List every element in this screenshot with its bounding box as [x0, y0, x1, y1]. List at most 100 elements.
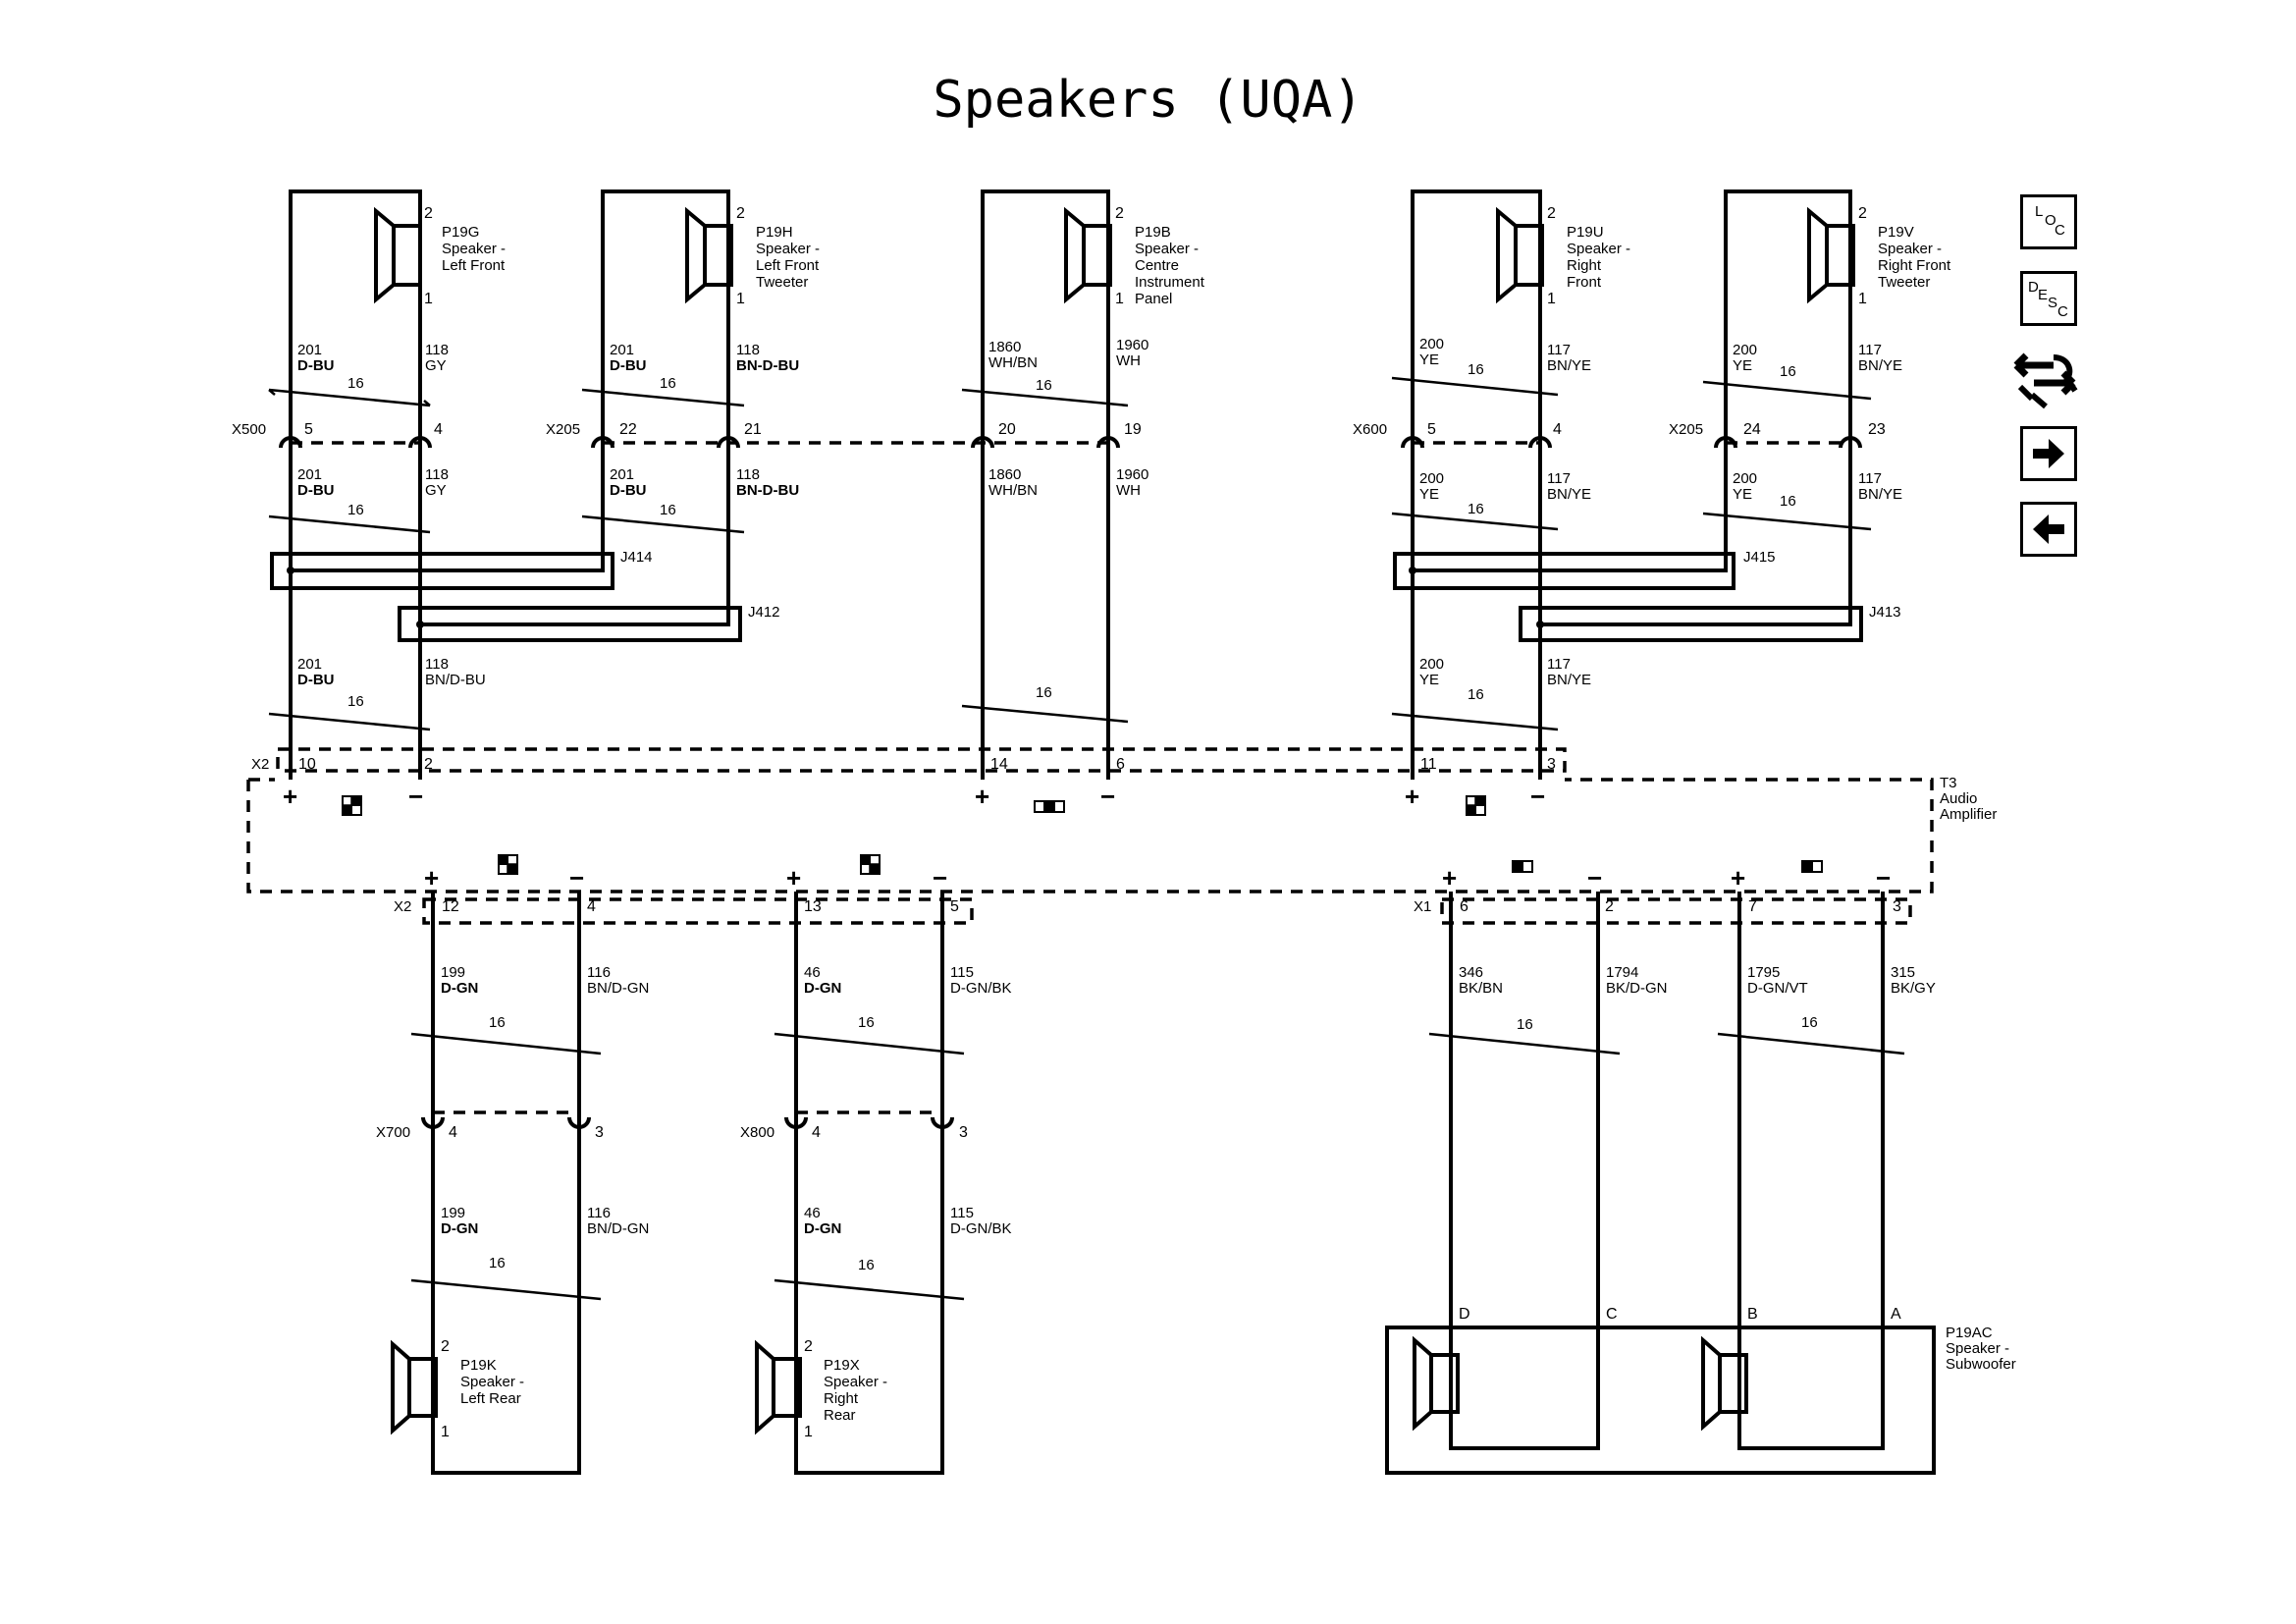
component-label: Audio	[1940, 790, 1977, 807]
wire-color: D-BU	[297, 357, 335, 374]
wire-color: BN/D-GN	[587, 980, 649, 997]
wire-gauge: 16	[1780, 363, 1796, 380]
wire-color: D-BU	[297, 672, 335, 688]
twisted-pair-marks-top: 16 16 16 16 16	[268, 361, 1872, 407]
pin-polarity: −	[1876, 863, 1891, 893]
pin-label: 6	[1116, 756, 1125, 773]
pin-label: 5	[1427, 421, 1436, 438]
connector-label: X700	[376, 1124, 410, 1141]
pin-label: 2	[804, 1338, 813, 1355]
nav-letter: C	[2055, 222, 2065, 239]
wire-gauge: 16	[1468, 361, 1484, 378]
wire-color: BN-D-BU	[736, 357, 799, 374]
wire-gauge: 16	[1801, 1014, 1818, 1031]
nav-letter: C	[2057, 303, 2068, 320]
circuit-number: 199	[441, 1205, 465, 1221]
previous-page-button[interactable]	[2020, 502, 2077, 557]
wire-gauge: 16	[347, 693, 364, 710]
circuit-number: 117	[1547, 342, 1571, 358]
component-label: P19H	[756, 224, 793, 241]
pin-label: 10	[298, 756, 316, 773]
wire-color: BN/YE	[1547, 486, 1591, 503]
pin-label: 2	[424, 205, 433, 222]
circuit-number: 201	[297, 466, 322, 483]
wire-gauge: 16	[660, 375, 676, 392]
pin-polarity: +	[975, 782, 989, 811]
component-label: Speaker -	[460, 1374, 524, 1390]
circuit-number: 1860	[988, 339, 1021, 355]
speaker-p19ac: D C B A P19AC Speaker - Subwoofer	[1385, 1306, 2016, 1475]
pin-label: 5	[950, 898, 959, 915]
circuit-number: 118	[425, 656, 449, 673]
wire-color: D-GN	[804, 1220, 841, 1237]
connector-view-button[interactable]	[2010, 344, 2083, 412]
circuit-number: 200	[1419, 336, 1444, 352]
component-label: Right Front	[1878, 257, 1951, 274]
pin-polarity: +	[1442, 863, 1457, 893]
nav-letter: S	[2048, 295, 2057, 311]
pin-label: 1	[424, 291, 433, 307]
channel-full-range-icon	[342, 795, 362, 816]
wire-gauge: 16	[489, 1014, 506, 1031]
pin-label: 7	[1748, 898, 1757, 915]
component-label: Left Front	[442, 257, 506, 274]
pin-polarity: +	[786, 863, 801, 893]
speaker-p19k: 2 1 P19K Speaker - Left Rear	[391, 1338, 524, 1440]
wire-color: YE	[1733, 486, 1752, 503]
component-label: Speaker -	[756, 241, 820, 257]
description-button[interactable]: D E S C	[2020, 271, 2077, 326]
pin-label: 4	[434, 421, 443, 438]
circuit-number: 118	[736, 342, 760, 358]
connector-label: J413	[1869, 604, 1901, 621]
circuit-number: 200	[1733, 470, 1757, 487]
connector-label: X205	[546, 421, 580, 438]
component-label: P19B	[1135, 224, 1171, 241]
pin-label: 2	[1858, 205, 1867, 222]
speaker-p19u: 2 1 P19U Speaker - Right Front	[1411, 189, 1630, 780]
pin-label: B	[1747, 1306, 1758, 1323]
component-label: Amplifier	[1940, 806, 1997, 823]
circuit-number: 201	[610, 466, 634, 483]
circuit-number: 115	[950, 964, 974, 981]
circuit-number: 118	[425, 342, 449, 358]
wire-color: GY	[425, 482, 447, 499]
pin-label: 2	[424, 756, 433, 773]
channel-full-range-icon	[860, 854, 881, 875]
connector-label: X2	[251, 756, 269, 773]
next-page-button[interactable]	[2020, 426, 2077, 481]
speaker-p19x: 2 1 P19X Speaker - Right Rear	[755, 1338, 887, 1440]
amplifier-t3: X2 10 2 14 6 11 3 + − + − + − T3 Audio A…	[246, 747, 1997, 925]
circuit-number: 201	[297, 656, 322, 673]
pin-label: 2	[736, 205, 745, 222]
circuit-number: 116	[587, 1205, 611, 1221]
description-icon: D E S C	[2028, 279, 2068, 320]
component-label: P19G	[442, 224, 479, 241]
pin-label: 3	[1893, 898, 1901, 915]
wire-gauge: 16	[1468, 501, 1484, 517]
pin-polarity: −	[933, 863, 947, 893]
component-label: P19V	[1878, 224, 1914, 241]
pin-polarity: +	[283, 782, 297, 811]
subwoofer-circuit: 346 BK/BN 1794 BK/D-GN 1795 D-GN/VT 315 …	[1428, 892, 1936, 1450]
rear-left-circuit: 199 D-GN 116 BN/D-GN 16 X700 4 3 199 D-G…	[376, 892, 649, 1475]
pin-label: 1	[804, 1424, 813, 1440]
location-button[interactable]: L O C	[2020, 194, 2077, 249]
circuit-number: 117	[1547, 470, 1571, 487]
wire-gauge: 16	[660, 502, 676, 518]
speaker-p19g: 2 1 P19G Speaker - Left Front	[289, 189, 506, 780]
top-wire-labels: 201 D-BU 118 GY 201 D-BU 118 BN-D-BU 186…	[297, 336, 1902, 374]
wire-color: D-BU	[610, 482, 647, 499]
circuit-number: 200	[1419, 470, 1444, 487]
circuit-number: 346	[1459, 964, 1483, 981]
component-label: Panel	[1135, 291, 1172, 307]
pin-label: 2	[441, 1338, 450, 1355]
connector-swap-icon	[2013, 352, 2078, 409]
circuit-number: 118	[736, 466, 760, 483]
page-title: Speakers (UQA)	[933, 71, 1363, 130]
pin-label: 2	[1115, 205, 1124, 222]
channel-full-range-icon	[1466, 795, 1486, 816]
pin-label: 20	[998, 421, 1016, 438]
pin-label: 1	[736, 291, 745, 307]
circuit-number: 315	[1891, 964, 1915, 981]
